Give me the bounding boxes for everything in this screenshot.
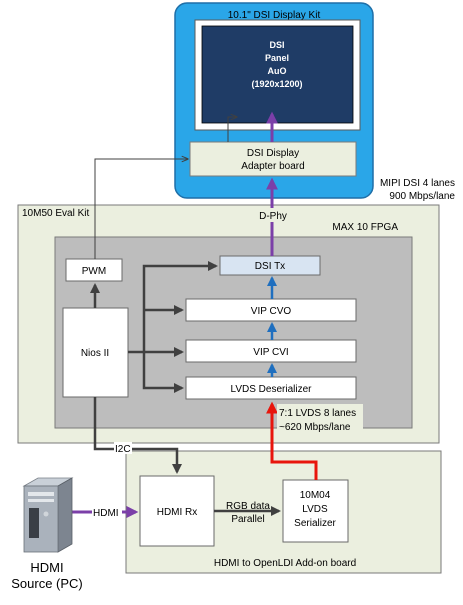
- source-label-line-2: Source (PC): [11, 576, 83, 591]
- lvds-label-line-1: 7:1 LVDS 8 lanes: [279, 408, 356, 419]
- panel-line-1: DSI: [269, 40, 284, 50]
- pwm-to-adapter-line: [94, 159, 188, 259]
- panel-line-3: AuO: [268, 66, 287, 76]
- addon-board-title: HDMI to OpenLDI Add-on board: [214, 558, 356, 569]
- fpga-title: MAX 10 FPGA: [332, 222, 398, 233]
- mipi-label-line-2: 900 Mbps/lane: [389, 191, 455, 202]
- eval-kit-title: 10M50 Eval Kit: [22, 208, 89, 219]
- lvds-label-bg: [277, 404, 363, 434]
- nios-ii-label: Nios II: [81, 348, 109, 359]
- dsi-panel-screen: [201, 25, 354, 124]
- serializer-line-3: Serializer: [294, 518, 336, 529]
- i2c-label-bg: [114, 442, 132, 454]
- pc-tower-icon: [22, 477, 74, 553]
- hdmi-rx-label: HDMI Rx: [157, 507, 198, 518]
- vip-cvo-label: VIP CVO: [251, 306, 292, 317]
- source-label-line-1: HDMI: [30, 560, 63, 575]
- dsi-tx-block: [219, 255, 321, 276]
- serializer-to-deserializer-arrow: [266, 401, 318, 480]
- adapter-line-1: DSI Display: [247, 148, 299, 159]
- rgb-data-line-2: Parallel: [231, 514, 264, 525]
- nios-ii-block: [62, 307, 129, 398]
- panel-line-4: (1920x1200): [251, 79, 302, 89]
- serializer-line-2: LVDS: [302, 504, 328, 515]
- mipi-label-line-1: MIPI DSI 4 lanes: [380, 178, 455, 189]
- dphy-label: D-Phy: [259, 211, 287, 222]
- pwm-label: PWM: [82, 266, 106, 277]
- panel-line-2: Panel: [265, 53, 289, 63]
- hdmi-link-label: HDMI: [93, 508, 119, 519]
- hdmi-link-label-bg: [92, 505, 122, 518]
- dphy-label-bg: [255, 208, 291, 222]
- serializer-line-1: 10M04: [300, 490, 331, 501]
- dsi-tx-label: DSI Tx: [255, 261, 285, 272]
- hdmi-rx-block: [139, 475, 215, 547]
- lvds-label-line-2: ~620 Mbps/lane: [279, 422, 351, 433]
- rgb-data-line-1: RGB data: [226, 501, 270, 512]
- nios-to-dsi-tx-arrow: [142, 261, 218, 352]
- dsi-kit-title: 10.1" DSI Display Kit: [228, 10, 321, 21]
- lvds-deserializer-label: LVDS Deserializer: [231, 384, 313, 395]
- adapter-line-2: Adapter board: [241, 161, 304, 172]
- nios-to-lvds-deser-arrow: [142, 352, 184, 393]
- nios-i2c-arrow: [93, 397, 182, 474]
- i2c-label: I2C: [115, 444, 131, 455]
- dsi-adapter-board: [189, 141, 357, 177]
- adapter-to-panel-ctrl-line: [227, 117, 237, 142]
- vip-cvi-label: VIP CVI: [253, 347, 288, 358]
- lvds-serializer-block: [282, 479, 349, 543]
- pwm-block: [65, 258, 123, 282]
